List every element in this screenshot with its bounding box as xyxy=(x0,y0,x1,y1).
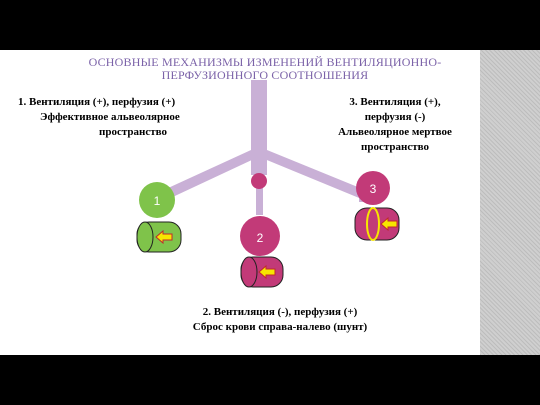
left-bronchus xyxy=(155,150,256,202)
trachea xyxy=(251,80,267,175)
alveolus-1-bubble xyxy=(139,182,175,218)
alveolus-3-label: 3 xyxy=(370,182,377,196)
case-3-line-3: Альвеолярное мертвое xyxy=(338,126,452,138)
case-1-line-2: Эффективное альвеолярное xyxy=(40,111,180,123)
alveolus-2: 2 xyxy=(240,216,284,288)
alveolus-2-label: 2 xyxy=(257,231,264,245)
branch-node xyxy=(251,173,267,189)
case-1-line-1: 1. Вентиляция (+), перфузия (+) xyxy=(18,96,176,108)
right-bronchus xyxy=(262,150,370,200)
alveolus-1: 1 xyxy=(136,182,182,253)
decorative-side-strip xyxy=(480,50,540,355)
case-1-line-3: пространство xyxy=(99,126,167,138)
no-flow-ellipse-icon xyxy=(366,207,380,241)
case-3-line-1: 3. Вентиляция (+), xyxy=(349,96,441,108)
title-line-1: ОСНОВНЫЕ МЕХАНИЗМЫ ИЗМЕНЕНИЙ ВЕНТИЛЯЦИОН… xyxy=(88,55,442,69)
case-3-caption: 3. Вентиляция (+), перфузия (-) Альвеоля… xyxy=(310,95,480,155)
case-1-caption: 1. Вентиляция (+), перфузия (+) Эффектив… xyxy=(18,95,258,140)
case-2-line-2: Сброс крови справа-налево (шунт) xyxy=(192,321,368,333)
capillary-2-end xyxy=(240,256,258,288)
alveolus-3: 3 xyxy=(354,171,400,241)
middle-bronchus xyxy=(256,175,263,215)
slide-title: ОСНОВНЫЕ МЕХАНИЗМЫ ИЗМЕНЕНИЙ ВЕНТИЛЯЦИОН… xyxy=(55,56,475,82)
case-3-line-2: перфузия (-) xyxy=(364,111,426,123)
left-arrow-icon xyxy=(380,216,398,232)
alveolus-2-bubble xyxy=(240,216,280,256)
case-2-line-1: 2. Вентиляция (-), перфузия (+) xyxy=(202,306,358,318)
alveolus-3-bubble xyxy=(356,171,390,205)
slide: ОСНОВНЫЕ МЕХАНИЗМЫ ИЗМЕНЕНИЙ ВЕНТИЛЯЦИОН… xyxy=(0,50,540,355)
capillary-1-end xyxy=(136,221,154,253)
left-arrow-icon xyxy=(155,229,173,245)
capillary-3 xyxy=(354,207,400,241)
alveolus-1-label: 1 xyxy=(154,194,161,208)
title-line-2: ПЕРФУЗИОННОГО СООТНОШЕНИЯ xyxy=(161,68,369,82)
case-3-line-4: пространство xyxy=(361,141,429,153)
left-arrow-icon xyxy=(258,264,276,280)
case-2-caption: 2. Вентиляция (-), перфузия (+) Сброс кр… xyxy=(150,305,410,335)
ventilation-perfusion-diagram: 1 2 3 xyxy=(136,80,400,288)
